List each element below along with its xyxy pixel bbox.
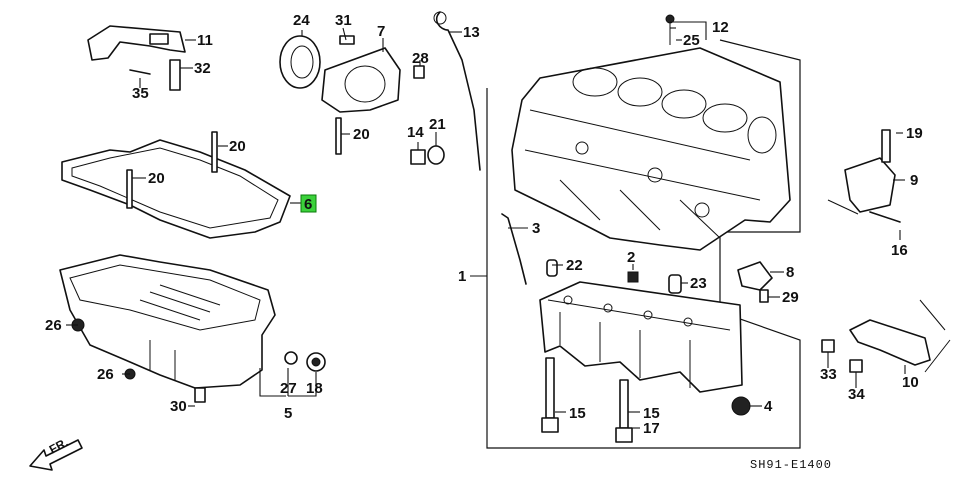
- callout-6[interactable]: 6: [304, 196, 312, 213]
- callout-15a[interactable]: 15: [569, 405, 586, 422]
- bearing-cap-bolts: [541, 357, 633, 443]
- leader-lines: [66, 21, 906, 429]
- oil-seal-housing: [321, 35, 425, 113]
- callout-35[interactable]: 35: [132, 85, 149, 102]
- oil-pipe: [501, 213, 527, 285]
- callout-26b[interactable]: 26: [97, 366, 114, 383]
- callout-1[interactable]: 1: [458, 268, 466, 285]
- callout-20c[interactable]: 20: [353, 126, 370, 143]
- callout-19[interactable]: 19: [906, 125, 923, 142]
- oil-pan-gasket: [61, 139, 291, 239]
- front-direction-arrow: [29, 439, 83, 471]
- engine-bracket-8: [737, 261, 773, 303]
- callout-11[interactable]: 11: [197, 32, 213, 49]
- callout-9[interactable]: 9: [910, 172, 918, 189]
- callout-28[interactable]: 28: [412, 50, 429, 67]
- stud-bolts: [126, 117, 342, 209]
- callout-5[interactable]: 5: [284, 405, 292, 422]
- callout-25[interactable]: 25: [683, 32, 700, 49]
- cylinder-block: [511, 47, 791, 251]
- callout-10[interactable]: 10: [902, 374, 919, 391]
- callout-17[interactable]: 17: [643, 420, 660, 437]
- engine-bracket-9: [827, 129, 901, 223]
- callout-2[interactable]: 2: [627, 249, 635, 266]
- diagram-code: SH91-E1400: [750, 458, 832, 472]
- callout-14[interactable]: 14: [407, 124, 424, 141]
- callout-13[interactable]: 13: [463, 24, 480, 41]
- callout-30[interactable]: 30: [170, 398, 187, 415]
- callout-20a[interactable]: 20: [229, 138, 246, 155]
- callout-24[interactable]: 24: [293, 12, 310, 29]
- callout-labels: 1 2 3 4 5 6 7 8 9 10 11 12 13 14 15 15 1…: [45, 12, 923, 437]
- callout-20b[interactable]: 20: [148, 170, 165, 187]
- callout-33[interactable]: 33: [820, 366, 837, 383]
- bearing-cap-bridge: [539, 281, 743, 393]
- callout-26a[interactable]: 26: [45, 317, 62, 334]
- bolt-12-25: [665, 14, 675, 45]
- callout-18[interactable]: 18: [306, 380, 323, 397]
- callout-22[interactable]: 22: [566, 257, 583, 274]
- engine-bracket-11: [87, 25, 186, 91]
- oil-dipstick: [433, 11, 481, 171]
- callout-16[interactable]: 16: [891, 242, 908, 259]
- bolt-14-washer-21: [410, 145, 445, 165]
- callout-6-highlight: [300, 194, 317, 213]
- oil-pan: [59, 254, 276, 389]
- callout-21[interactable]: 21: [429, 116, 446, 133]
- callout-8[interactable]: 8: [786, 264, 794, 281]
- callout-15b[interactable]: 15: [643, 405, 660, 422]
- oil-seal: [279, 35, 321, 89]
- callout-29[interactable]: 29: [782, 289, 799, 306]
- callout-23[interactable]: 23: [690, 275, 707, 292]
- callout-4[interactable]: 4: [764, 398, 773, 415]
- engine-bracket-10: [821, 299, 951, 373]
- callout-34[interactable]: 34: [848, 386, 865, 403]
- callout-32[interactable]: 32: [194, 60, 211, 77]
- callout-31[interactable]: 31: [335, 12, 352, 29]
- dowel-pins: [546, 259, 751, 416]
- callout-12[interactable]: 12: [712, 19, 729, 36]
- callout-27[interactable]: 27: [280, 380, 297, 397]
- callout-3[interactable]: 3: [532, 220, 540, 237]
- oil-pan-fasteners: [71, 318, 326, 403]
- callout-7[interactable]: 7: [377, 23, 385, 40]
